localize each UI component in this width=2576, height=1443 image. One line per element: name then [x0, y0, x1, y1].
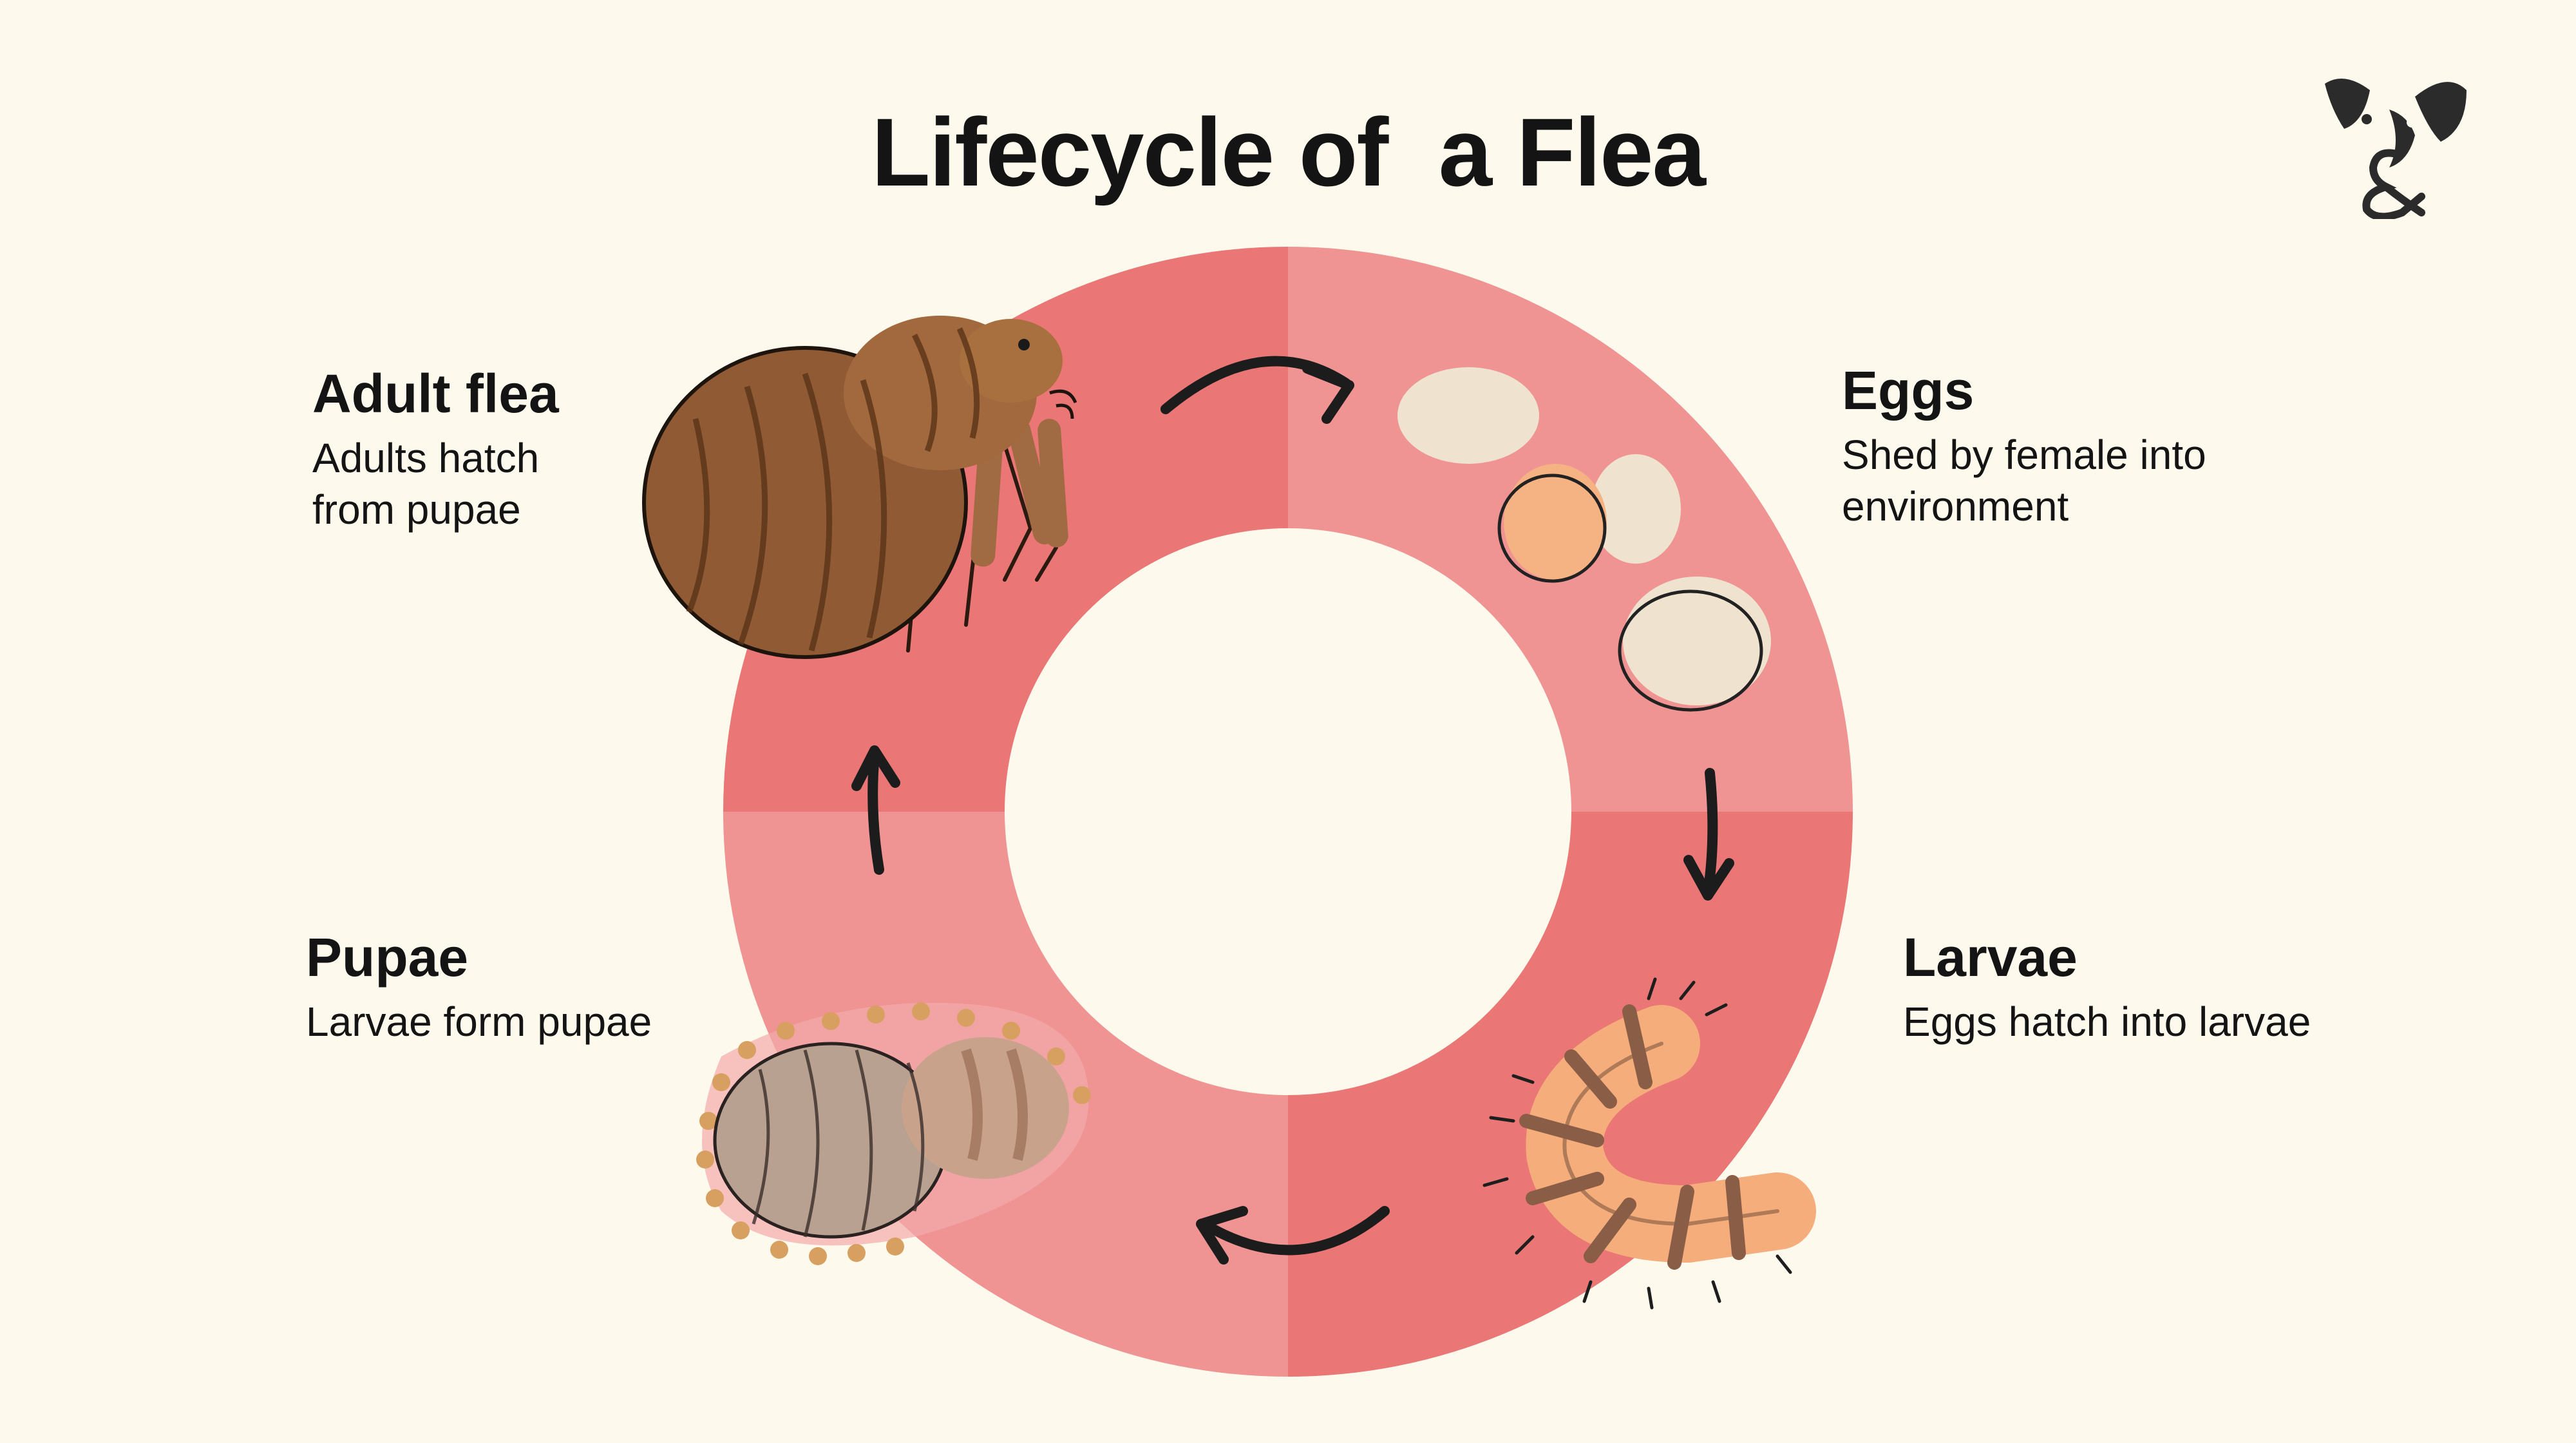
stage-description: Adults hatch from pupae: [312, 435, 540, 533]
stage-description: Shed by female into environment: [1842, 432, 2206, 530]
stage-label-larvae: Larvae Eggs hatch into larvae: [1903, 928, 2547, 1047]
arrow-left-icon: [1196, 1206, 1390, 1265]
stage-description: Larvae form pupae: [306, 999, 652, 1046]
stage-title: Adult flea: [312, 363, 559, 424]
stage-label-eggs: Eggs Shed by female into environment: [1842, 361, 2486, 532]
stage-label-pupae: Pupae Larvae form pupae: [306, 928, 834, 1047]
flow-arrows: [851, 356, 1734, 1265]
arrow-down-icon: [1683, 768, 1734, 901]
stage-title: Pupae: [306, 927, 469, 988]
flea-eggs-icon: [1397, 367, 1771, 712]
flea-larva-icon: [1482, 977, 1816, 1310]
arrow-up-icon: [851, 745, 900, 875]
flea-pupa-icon: [696, 1002, 1091, 1265]
dog-ampersand-logo-icon: [2325, 79, 2467, 219]
ring-quadrant-top-left: [723, 247, 1288, 812]
stage-title: Larvae: [1903, 927, 2078, 988]
page-title: Lifecycle of a Flea: [871, 98, 1706, 206]
stage-description: Eggs hatch into larvae: [1903, 999, 2311, 1046]
adult-flea-icon: [642, 316, 1077, 659]
stage-label-adult: Adult flea Adults hatch from pupae: [312, 364, 840, 535]
arrow-right-icon: [1160, 356, 1354, 424]
stage-title: Eggs: [1842, 360, 1975, 421]
